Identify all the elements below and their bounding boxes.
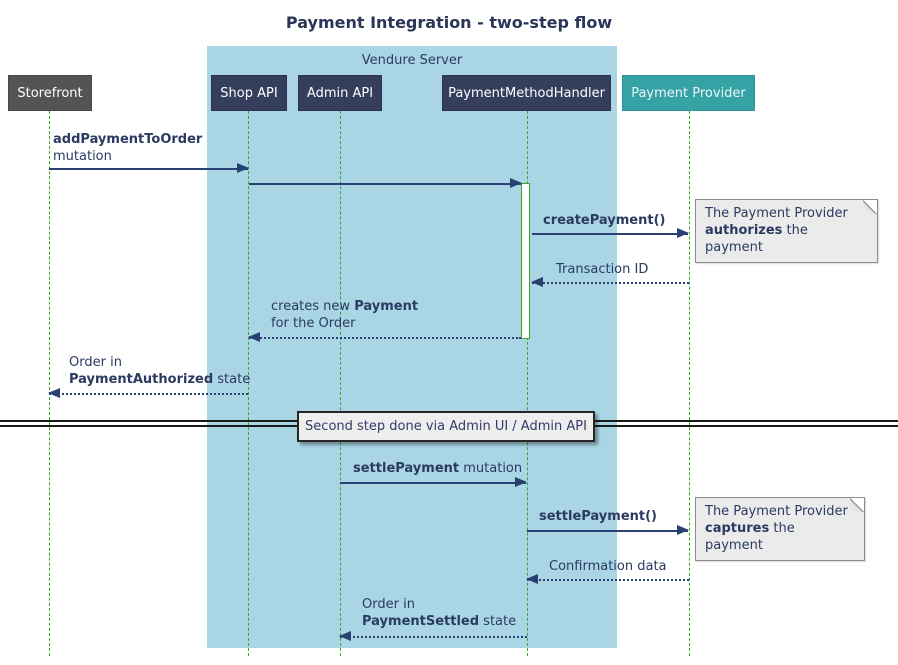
message-label-add-payment-line2: mutation [53, 149, 112, 164]
note-authorize-post: the payment [705, 223, 808, 255]
note-capture-line2: captures the payment [705, 520, 855, 554]
message-label-order-authorized-line1: Order in [69, 355, 122, 370]
arrowhead-right-icon [677, 525, 689, 535]
message-arrow-order-settled [339, 631, 527, 641]
message-label-transaction-id-text: Transaction ID [556, 262, 649, 277]
participant-admin-api-label: Admin API [306, 85, 374, 101]
message-arrow-transaction-id [531, 277, 689, 287]
note-capture-line1: The Payment Provider [705, 504, 848, 519]
message-label-add-payment: addPaymentToOrder mutation [53, 131, 202, 165]
message-label-settle-call-bold: settlePayment() [539, 509, 657, 524]
message-label-order-settled: Order in PaymentSettled state [362, 596, 516, 630]
divider-label-box: Second step done via Admin UI / Admin AP… [297, 411, 595, 442]
message-arrow-create-payment [532, 228, 689, 238]
diagram-title: Payment Integration - two-step flow [285, 13, 613, 32]
message-label-order-settled-line1: Order in [362, 597, 415, 612]
participant-shop-api: Shop API [211, 75, 287, 111]
message-label-order-settled-bold: PaymentSettled [362, 614, 480, 629]
note-authorize-line2: authorizes the payment [705, 222, 868, 256]
message-label-add-payment-bold: addPaymentToOrder [53, 132, 203, 147]
note-authorize: The Payment Provider authorizes the paym… [695, 199, 878, 263]
divider-label: Second step done via Admin UI / Admin AP… [305, 419, 587, 434]
message-label-order-settled-post: state [479, 614, 517, 629]
message-label-transaction-id: Transaction ID [556, 261, 648, 278]
message-arrow-creates-payment [248, 332, 521, 342]
activation-bar [521, 183, 530, 339]
message-label-settle-mutation: settlePayment mutation [353, 460, 522, 477]
arrowhead-right-icon [510, 178, 522, 188]
message-label-creates-payment-line1: creates new Payment [271, 298, 418, 315]
message-label-settle-mutation-bold: settlePayment [353, 461, 460, 476]
message-label-order-authorized: Order in PaymentAuthorized state [69, 354, 250, 388]
message-arrow-confirmation [526, 574, 689, 584]
message-label-creates-payment-bold: Payment [354, 299, 419, 314]
note-fold-icon [850, 498, 864, 512]
note-fold-icon [863, 200, 877, 214]
arrowhead-left-icon [48, 388, 60, 398]
server-container-label: Vendure Server [361, 53, 463, 68]
arrowhead-left-icon [339, 631, 351, 641]
participant-payment-provider-label: Payment Provider [631, 85, 746, 101]
message-arrow-settle-mutation [340, 477, 527, 487]
message-label-creates-payment-line2: for the Order [271, 316, 356, 331]
participant-payment-method-handler-label: PaymentMethodHandler [448, 85, 605, 101]
message-label-order-settled-line2: PaymentSettled state [362, 613, 516, 630]
message-arrow-shop-to-handler [249, 178, 522, 188]
participant-storefront: Storefront [8, 75, 92, 111]
arrowhead-left-icon [526, 574, 538, 584]
message-arrow-settle-call [527, 525, 689, 535]
lifeline-shop-api [248, 111, 249, 656]
message-label-settle-mutation-post: mutation [459, 461, 523, 476]
note-authorize-bold: authorizes [705, 223, 783, 238]
message-label-creates-payment-pre: creates new [271, 299, 355, 314]
lifeline-storefront [49, 111, 50, 656]
message-label-creates-payment: creates new Payment for the Order [271, 298, 418, 332]
arrowhead-left-icon [248, 332, 260, 342]
message-label-create-payment: createPayment() [543, 212, 665, 229]
lifeline-payment-provider [689, 111, 690, 656]
participant-payment-method-handler: PaymentMethodHandler [442, 75, 611, 111]
arrowhead-right-icon [677, 228, 689, 238]
participant-admin-api: Admin API [298, 75, 382, 111]
message-label-settle-call: settlePayment() [539, 508, 657, 525]
message-label-confirmation: Confirmation data [549, 558, 667, 575]
note-capture: The Payment Provider captures the paymen… [695, 497, 865, 561]
note-capture-post: the payment [705, 521, 795, 553]
arrowhead-right-icon [515, 477, 527, 487]
message-label-confirmation-text: Confirmation data [549, 559, 667, 574]
message-label-order-authorized-post: state [213, 372, 251, 387]
message-label-order-authorized-line2: PaymentAuthorized state [69, 371, 250, 388]
message-label-order-authorized-bold: PaymentAuthorized [69, 372, 214, 387]
message-arrow-add-payment [49, 163, 249, 173]
message-label-create-payment-bold: createPayment() [543, 213, 666, 228]
note-capture-bold: captures [705, 521, 770, 536]
lifeline-payment-method-handler [527, 111, 528, 656]
message-arrow-order-authorized [48, 388, 248, 398]
arrowhead-right-icon [237, 163, 249, 173]
participant-storefront-label: Storefront [17, 85, 83, 101]
participant-shop-api-label: Shop API [220, 85, 278, 101]
lifeline-admin-api [340, 111, 341, 656]
note-authorize-line1: The Payment Provider [705, 206, 848, 221]
arrowhead-left-icon [531, 277, 543, 287]
server-container: Vendure Server [207, 46, 617, 648]
participant-payment-provider: Payment Provider [622, 75, 755, 111]
